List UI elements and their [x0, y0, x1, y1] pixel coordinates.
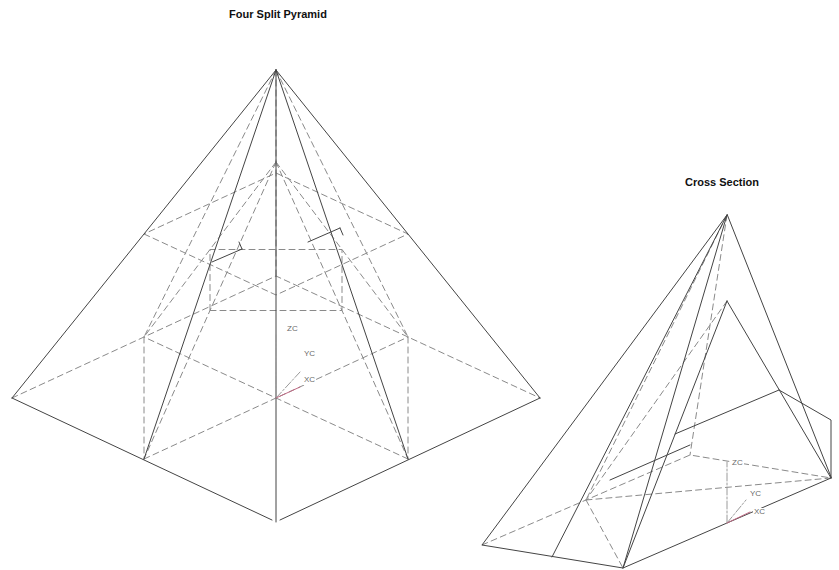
four-split-pyramid	[12, 70, 540, 522]
axis-lines	[276, 335, 300, 398]
x-axis-line	[276, 387, 300, 398]
axis-label: XC	[753, 508, 766, 517]
figure-title: Four Split Pyramid	[229, 8, 327, 20]
axis-label: ZC	[731, 459, 744, 468]
x-axis-line	[727, 512, 750, 523]
axis-label: YC	[749, 490, 762, 499]
figure-title: Cross Section	[685, 176, 759, 188]
axis-label: ZC	[286, 325, 299, 334]
axis-label: XC	[303, 376, 316, 385]
visible-edges	[482, 215, 831, 568]
visible-edges	[12, 70, 540, 522]
cross-section-pyramid	[482, 215, 831, 568]
axis-lines	[727, 462, 746, 523]
hidden-edges	[482, 215, 831, 568]
axis-label: YC	[303, 350, 316, 359]
